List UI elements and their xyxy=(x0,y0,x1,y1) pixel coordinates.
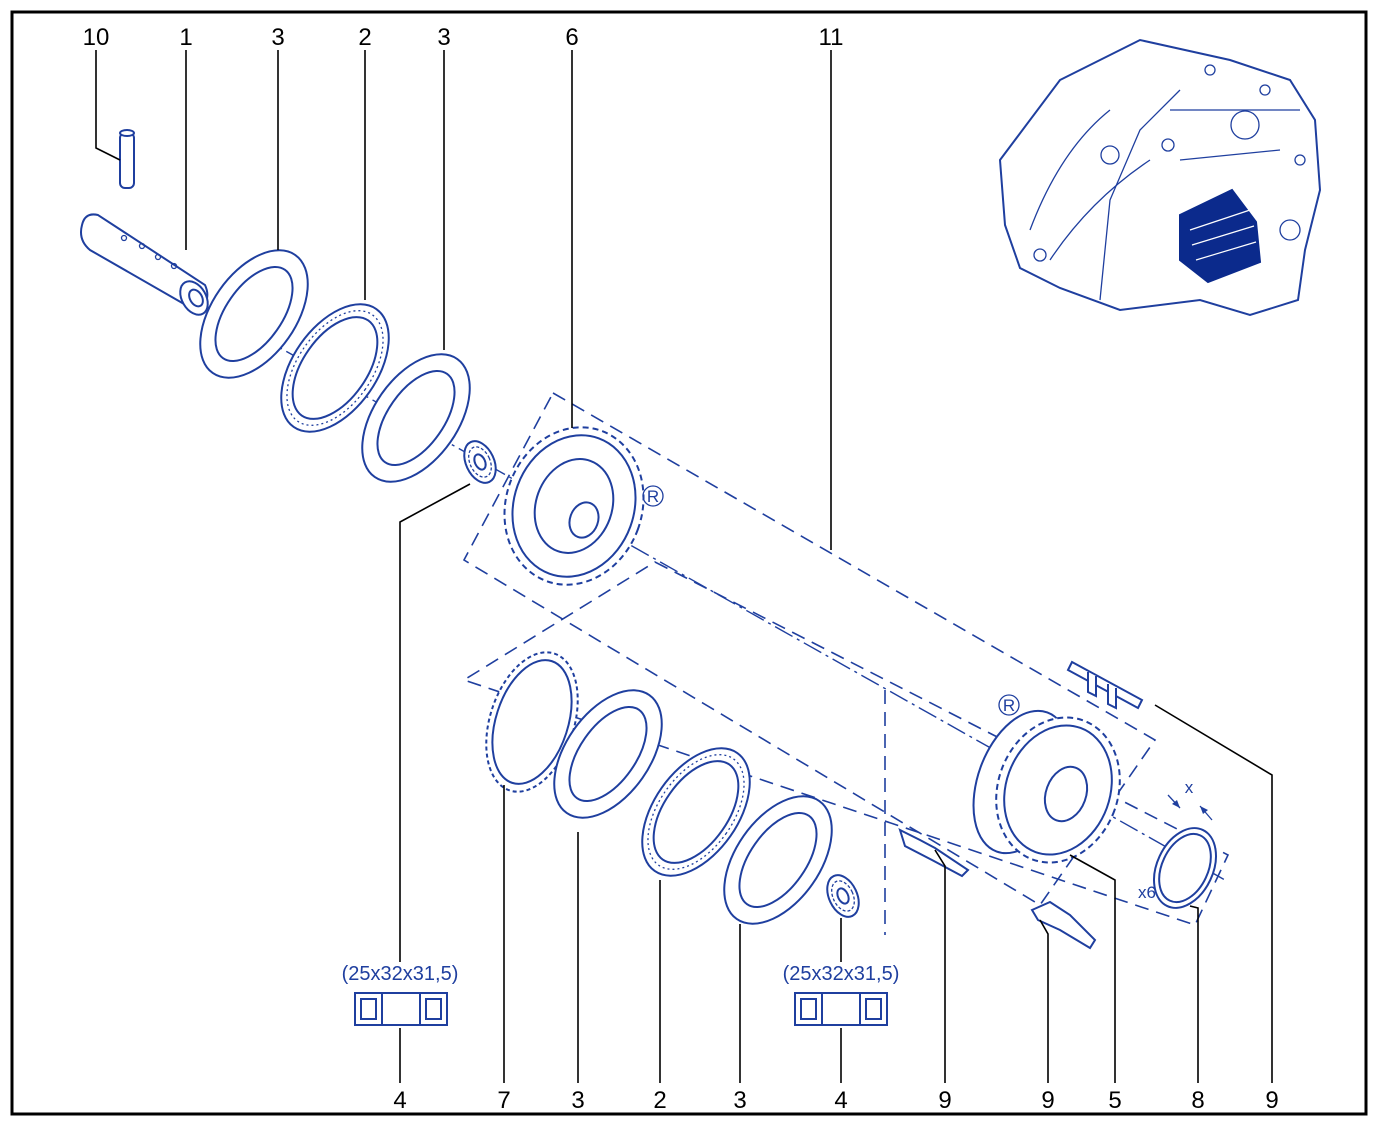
callout-top-3b: 3 xyxy=(437,24,450,51)
callout-bottom-3b: 3 xyxy=(733,1087,746,1114)
diagram-frame xyxy=(10,10,1368,1116)
bearing-dim-left: (25x32x31,5) xyxy=(342,963,459,985)
part-9-shift-key-middle xyxy=(898,828,970,878)
callout-top-1: 1 xyxy=(179,24,192,51)
part-4-needle-bearing-lower xyxy=(826,874,860,918)
callout-bottom-9b: 9 xyxy=(1041,1087,1054,1114)
transmission-housing-illustration xyxy=(998,38,1322,317)
callouts-bottom: 4 7 3 2 3 4 9 9 5 8 9 xyxy=(393,1087,1278,1114)
quantity-note-text: x6 xyxy=(1138,883,1156,902)
part-10-pin xyxy=(119,129,135,189)
part-2-friction-disc-lower xyxy=(641,747,751,877)
part-5-gear xyxy=(972,709,1121,864)
callout-bottom-9c: 9 xyxy=(1265,1087,1278,1114)
callout-top-3a: 3 xyxy=(271,24,284,51)
bearing-dimension-box-right xyxy=(794,992,888,1026)
callout-top-10: 10 xyxy=(83,24,110,51)
reverse-mark-upper-text: R xyxy=(647,487,659,506)
part-9-shift-key-bottom xyxy=(1030,900,1097,950)
callout-top-11: 11 xyxy=(819,24,844,51)
bearing-dimension-box-left xyxy=(354,992,448,1026)
part-1-shaft xyxy=(80,213,209,316)
callout-bottom-2: 2 xyxy=(653,1087,666,1114)
clearance-mark-text: x xyxy=(1185,778,1194,797)
callouts-top: 10 1 3 2 3 6 11 xyxy=(83,24,844,51)
leader-lines xyxy=(95,50,1273,1083)
part-3-thrust-washer-lower-a xyxy=(553,689,663,819)
part-9-shift-key-top xyxy=(1066,660,1144,710)
clearance-indicator: x xyxy=(1167,778,1213,821)
part-3-thrust-washer-upper-a xyxy=(199,249,309,379)
bearing-dim-right: (25x32x31,5) xyxy=(783,963,900,985)
callout-top-2: 2 xyxy=(358,24,371,51)
part-4-needle-bearing-upper xyxy=(463,440,497,484)
callout-bottom-7: 7 xyxy=(497,1087,510,1114)
callout-top-6: 6 xyxy=(565,24,578,51)
callout-bottom-9a: 9 xyxy=(938,1087,951,1114)
callout-bottom-8: 8 xyxy=(1191,1087,1204,1114)
part-3-thrust-washer-upper-b xyxy=(361,353,471,483)
reverse-mark-lower: R xyxy=(998,694,1020,716)
part-8-circlip xyxy=(1153,827,1217,909)
part-6-gear xyxy=(503,426,645,586)
reverse-mark-upper: R xyxy=(642,485,664,507)
callout-bottom-4b: 4 xyxy=(834,1087,847,1114)
reverse-mark-lower-text: R xyxy=(1003,696,1015,715)
gear-6-assembly-outline xyxy=(462,391,1157,907)
part-2-friction-disc-upper xyxy=(280,303,390,433)
callout-bottom-5: 5 xyxy=(1108,1087,1121,1114)
callout-bottom-3a: 3 xyxy=(571,1087,584,1114)
callout-bottom-4a: 4 xyxy=(393,1087,406,1114)
part-3-thrust-washer-lower-b xyxy=(723,795,833,925)
